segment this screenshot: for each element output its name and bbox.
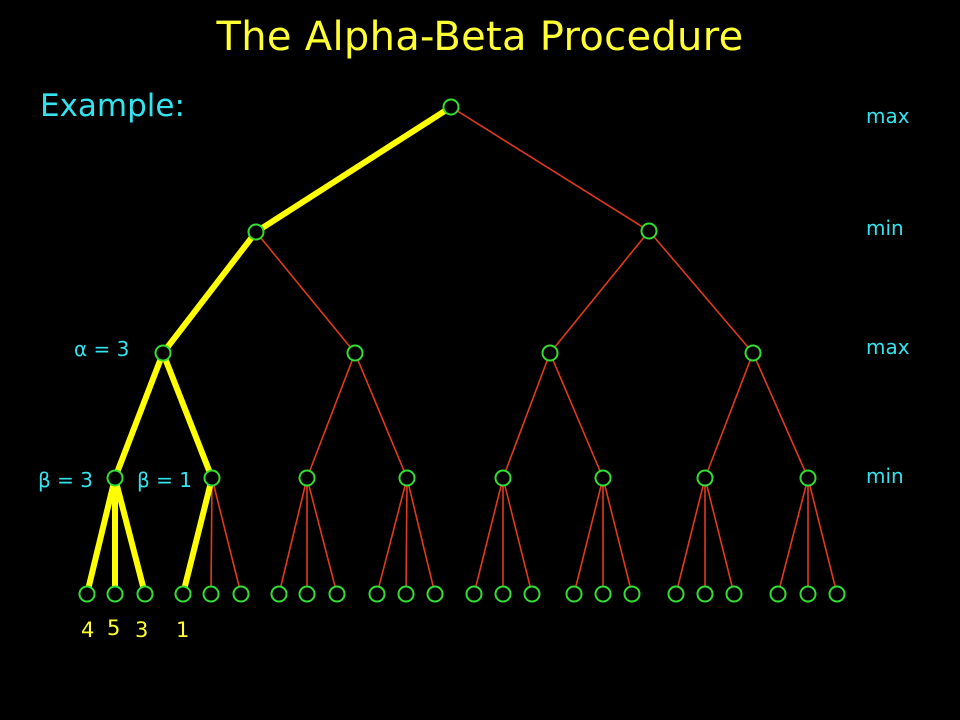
level-label-min: min bbox=[866, 216, 904, 240]
highlighted-edge-leaf-2 bbox=[112, 475, 148, 597]
edge-l2-5 bbox=[549, 352, 604, 479]
level-label-min-lower: min bbox=[866, 464, 904, 488]
min-node-lower-6 bbox=[696, 469, 714, 487]
edge-leaf-21 bbox=[777, 477, 809, 595]
max-node-3 bbox=[744, 344, 762, 362]
edge-leaf-10 bbox=[405, 477, 408, 595]
beta-annotation-1: β = 3 bbox=[38, 468, 93, 492]
leaf-value-4: 1 bbox=[176, 618, 190, 642]
edge-l1-2 bbox=[549, 230, 650, 354]
example-label: Example: bbox=[40, 88, 185, 124]
edge-leaf-5 bbox=[211, 477, 242, 595]
leaf-node-21 bbox=[769, 585, 787, 603]
leaf-node-11 bbox=[426, 585, 444, 603]
max-node-2 bbox=[541, 344, 559, 362]
edge-leaf-11 bbox=[406, 477, 436, 595]
level-label-max: max bbox=[866, 335, 910, 359]
min-node-lower-7 bbox=[799, 469, 817, 487]
edge-leaf-9 bbox=[376, 477, 408, 595]
leaf-node-15 bbox=[565, 585, 583, 603]
leaf-node-19 bbox=[696, 585, 714, 603]
edge-l2-7 bbox=[752, 352, 809, 479]
leaf-value-3: 3 bbox=[135, 618, 149, 642]
leaf-node-23 bbox=[828, 585, 846, 603]
edge-l2-2 bbox=[306, 352, 356, 479]
level-label-max-root: max bbox=[866, 104, 910, 128]
leaf-node-9 bbox=[368, 585, 386, 603]
leaf-node-18 bbox=[667, 585, 685, 603]
edge-leaf-17 bbox=[602, 477, 633, 595]
leaf-node-4 bbox=[202, 585, 220, 603]
edge-leaf-14 bbox=[502, 477, 533, 595]
leaf-value-2: 5 bbox=[107, 616, 121, 640]
leaf-node-22 bbox=[799, 585, 817, 603]
leaf-node-5 bbox=[232, 585, 250, 603]
edge-l1-1 bbox=[255, 231, 356, 354]
leaf-node-16 bbox=[594, 585, 612, 603]
edge-leaf-18 bbox=[675, 477, 706, 595]
edge-l2-4 bbox=[502, 352, 551, 479]
min-node-lower-0 bbox=[106, 469, 124, 487]
leaf-node-2 bbox=[136, 585, 154, 603]
leaf-node-6 bbox=[270, 585, 288, 603]
leaf-node-1 bbox=[106, 585, 124, 603]
leaf-node-0 bbox=[78, 585, 96, 603]
min-node-lower-3 bbox=[398, 469, 416, 487]
edge-leaf-12 bbox=[473, 477, 504, 595]
min-node-1 bbox=[640, 222, 658, 240]
edge-leaf-8 bbox=[306, 477, 338, 595]
leaf-node-8 bbox=[328, 585, 346, 603]
edge-l2-6 bbox=[704, 352, 754, 479]
edge-leaf-4 bbox=[210, 477, 213, 595]
edge-l2-3 bbox=[354, 352, 408, 479]
leaf-value-1: 4 bbox=[81, 618, 95, 642]
leaf-node-13 bbox=[494, 585, 512, 603]
min-node-0 bbox=[247, 223, 265, 241]
alpha-annotation: α = 3 bbox=[74, 337, 130, 361]
highlighted-edge-root-0 bbox=[253, 104, 454, 235]
edge-l1-3 bbox=[648, 230, 754, 354]
min-node-lower-2 bbox=[298, 469, 316, 487]
leaf-node-10 bbox=[397, 585, 415, 603]
min-node-lower-5 bbox=[594, 469, 612, 487]
edge-leaf-23 bbox=[807, 477, 838, 595]
leaf-node-12 bbox=[465, 585, 483, 603]
beta-annotation-2: β = 1 bbox=[137, 468, 192, 492]
leaf-node-3 bbox=[174, 585, 192, 603]
min-node-lower-1 bbox=[203, 469, 221, 487]
leaf-node-20 bbox=[725, 585, 743, 603]
highlighted-edge-l1-0 bbox=[160, 229, 259, 356]
root-node bbox=[442, 98, 460, 116]
min-node-lower-4 bbox=[494, 469, 512, 487]
edge-leaf-20 bbox=[704, 477, 735, 595]
leaf-node-17 bbox=[623, 585, 641, 603]
max-node-1 bbox=[346, 344, 364, 362]
leaf-node-14 bbox=[523, 585, 541, 603]
slide-title: The Alpha-Beta Procedure bbox=[216, 14, 744, 60]
edge-leaf-6 bbox=[278, 477, 308, 595]
leaf-node-7 bbox=[298, 585, 316, 603]
edge-leaf-15 bbox=[573, 477, 604, 595]
highlighted-edge-leaf-3 bbox=[180, 475, 215, 597]
highlighted-edge-l2-0 bbox=[112, 350, 166, 481]
edge-root-1 bbox=[450, 106, 650, 232]
max-node-0 bbox=[154, 344, 172, 362]
highlighted-edge-l2-1 bbox=[160, 350, 215, 481]
highlighted-edge-leaf-0 bbox=[84, 475, 118, 597]
